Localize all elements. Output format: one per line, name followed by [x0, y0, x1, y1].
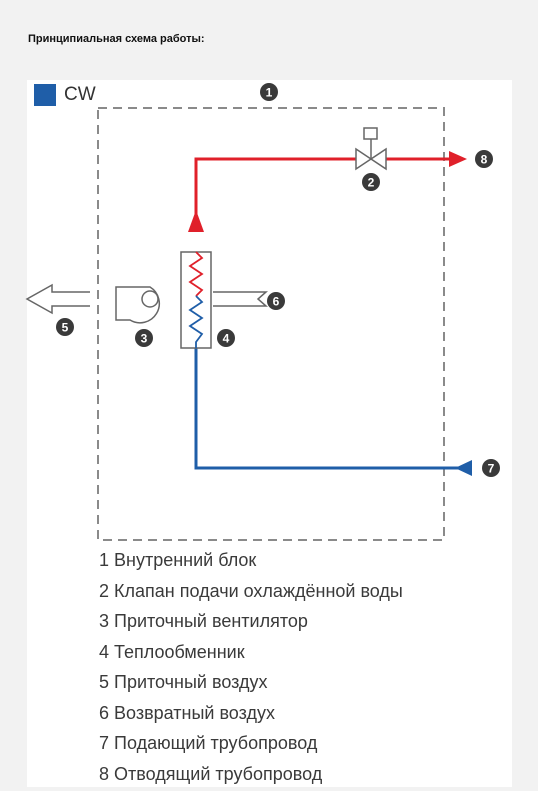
- fan-icon: [116, 287, 159, 323]
- marker-7-label: 7: [488, 462, 495, 476]
- legend-item: 2 Клапан подачи охлаждённой воды: [99, 578, 403, 609]
- marker-7: 7: [482, 459, 500, 477]
- legend-list: 1 Внутренний блок 2 Клапан подачи охлажд…: [99, 547, 403, 791]
- up-flow-arrow: [188, 210, 204, 232]
- marker-6: 6: [267, 292, 285, 310]
- legend-item: 7 Подающий трубопровод: [99, 730, 403, 761]
- marker-6-label: 6: [273, 295, 280, 309]
- marker-2: 2: [362, 173, 380, 191]
- legend-item: 6 Возвратный воздух: [99, 700, 403, 731]
- legend-item: 4 Теплообменник: [99, 639, 403, 670]
- legend-item: 3 Приточный вентилятор: [99, 608, 403, 639]
- legend-item: 1 Внутренний блок: [99, 547, 403, 578]
- return-pipe-line-a: [196, 159, 356, 230]
- marker-3: 3: [135, 329, 153, 347]
- marker-3-label: 3: [141, 332, 148, 346]
- marker-4: 4: [217, 329, 235, 347]
- marker-8-label: 8: [481, 153, 488, 167]
- legend-item: 5 Приточный воздух: [99, 669, 403, 700]
- supply-pipe-line: [196, 348, 458, 468]
- marker-1: 1: [260, 83, 278, 101]
- return-air-arrow: [213, 292, 266, 306]
- marker-5-label: 5: [62, 321, 69, 335]
- heat-exchanger-icon: [181, 252, 211, 348]
- marker-1-label: 1: [266, 86, 273, 100]
- valve-icon: [356, 128, 386, 169]
- marker-2-label: 2: [368, 176, 375, 190]
- return-pipe-arrow: [449, 151, 467, 167]
- supply-air-arrow: [27, 285, 90, 313]
- indoor-unit-boundary: [98, 108, 444, 540]
- supply-pipe-arrow: [455, 460, 472, 476]
- marker-8: 8: [475, 150, 493, 168]
- marker-5: 5: [56, 318, 74, 336]
- marker-4-label: 4: [223, 332, 230, 346]
- legend-item: 8 Отводящий трубопровод: [99, 761, 403, 791]
